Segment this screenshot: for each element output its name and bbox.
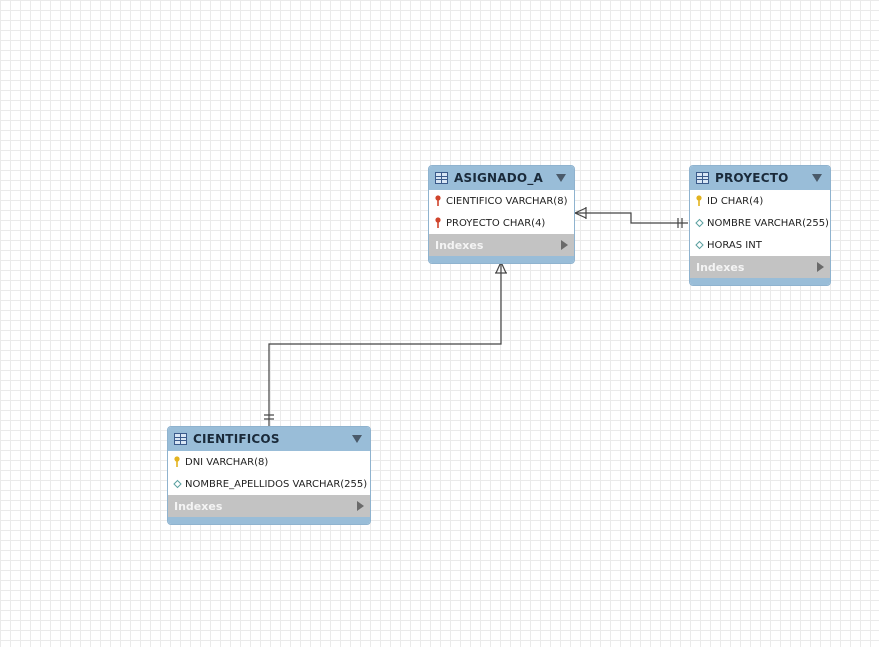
relationship-asignado-cientificos[interactable] xyxy=(264,261,507,426)
table-icon xyxy=(435,172,448,184)
table-icon xyxy=(174,433,187,445)
column-label: PROYECTO CHAR(4) xyxy=(446,217,546,229)
indexes-section[interactable]: Indexes xyxy=(168,495,370,517)
expand-triangle-icon[interactable] xyxy=(561,240,568,250)
column-row[interactable]: NOMBRE_APELLIDOS VARCHAR(255) xyxy=(168,473,370,495)
connector-line xyxy=(268,262,502,426)
foreign-key-icon xyxy=(435,195,441,206)
column-row[interactable]: CIENTIFICO VARCHAR(8) xyxy=(429,190,574,212)
column-row[interactable]: HORAS INT xyxy=(690,234,830,256)
table-name: ASIGNADO_A xyxy=(454,171,544,185)
column-label: DNI VARCHAR(8) xyxy=(185,456,269,468)
table-name: CIENTIFICOS xyxy=(193,432,280,446)
table-icon xyxy=(696,172,709,184)
column-diamond-icon xyxy=(173,479,182,489)
column-label: NOMBRE_APELLIDOS VARCHAR(255) xyxy=(185,478,368,490)
table-footer xyxy=(168,517,370,524)
column-label: CIENTIFICO VARCHAR(8) xyxy=(446,195,568,207)
column-diamond-icon xyxy=(695,218,704,228)
foreign-key-icon xyxy=(435,217,441,228)
collapse-triangle-icon[interactable] xyxy=(812,174,822,182)
crowfoot-lower xyxy=(574,212,587,219)
table-asignado-a[interactable]: ASIGNADO_A CIENTIFICO VARCHAR(8) PROYECT… xyxy=(428,165,575,264)
collapse-triangle-icon[interactable] xyxy=(352,435,362,443)
expand-triangle-icon[interactable] xyxy=(817,262,824,272)
indexes-label: Indexes xyxy=(435,238,484,252)
column-row[interactable]: NOMBRE VARCHAR(255) xyxy=(690,212,830,234)
column-label: HORAS INT xyxy=(707,239,762,251)
indexes-label: Indexes xyxy=(174,499,223,513)
column-label: ID CHAR(4) xyxy=(707,195,764,207)
collapse-triangle-icon[interactable] xyxy=(556,174,566,182)
table-header[interactable]: CIENTIFICOS xyxy=(168,427,370,451)
primary-key-icon xyxy=(174,456,180,467)
column-diamond-icon xyxy=(695,240,704,250)
indexes-section[interactable]: Indexes xyxy=(690,256,830,278)
crowfoot-upper xyxy=(574,207,587,214)
column-label: NOMBRE VARCHAR(255) xyxy=(707,217,829,229)
connector-line xyxy=(575,212,688,224)
table-cientificos[interactable]: CIENTIFICOS DNI VARCHAR(8) NOMBRE_APELLI… xyxy=(167,426,371,525)
table-footer xyxy=(690,278,830,285)
column-row[interactable]: DNI VARCHAR(8) xyxy=(168,451,370,473)
indexes-label: Indexes xyxy=(696,260,745,274)
relationship-asignado-proyecto[interactable] xyxy=(574,207,688,228)
table-name: PROYECTO xyxy=(715,171,789,185)
column-row[interactable]: PROYECTO CHAR(4) xyxy=(429,212,574,234)
indexes-section[interactable]: Indexes xyxy=(429,234,574,256)
table-header[interactable]: ASIGNADO_A xyxy=(429,166,574,190)
column-row[interactable]: ID CHAR(4) xyxy=(690,190,830,212)
table-footer xyxy=(429,256,574,263)
primary-key-icon xyxy=(696,195,702,206)
table-proyecto[interactable]: PROYECTO ID CHAR(4) NOMBRE VARCHAR(255) … xyxy=(689,165,831,286)
table-header[interactable]: PROYECTO xyxy=(690,166,830,190)
expand-triangle-icon[interactable] xyxy=(357,501,364,511)
